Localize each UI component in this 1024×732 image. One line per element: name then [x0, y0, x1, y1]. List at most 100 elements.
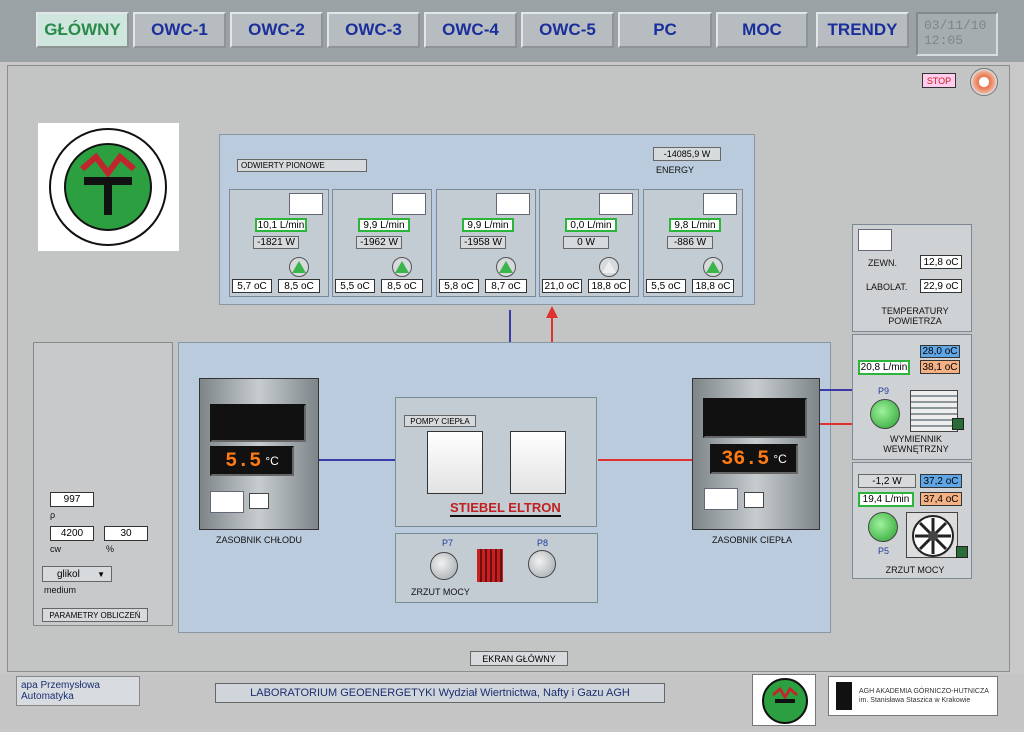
rho-label: ρ	[50, 510, 56, 520]
cold-tank-trend-icon[interactable]	[210, 491, 244, 513]
inner-exchanger-t-top: 28,0 oC	[920, 345, 960, 358]
cold-tank-label: ZASOBNIK CHŁODU	[216, 535, 303, 545]
energy-label: ENERGY	[656, 165, 695, 175]
power-dump-pump-button[interactable]	[868, 512, 898, 542]
well-3-pump-icon[interactable]	[496, 257, 516, 277]
dropdown-arrow-icon: ▼	[97, 569, 105, 579]
well-1-power: -1821 W	[253, 236, 299, 249]
nav-tab-0[interactable]: GŁÓWNY	[36, 12, 129, 48]
nav-tab-8[interactable]: TRENDY	[816, 12, 909, 48]
percent-input[interactable]: 30	[104, 526, 148, 541]
wwnig-logo	[38, 123, 179, 251]
cw-input[interactable]: 4200	[50, 526, 94, 541]
well-4-power: 0 W	[563, 236, 609, 249]
heat-tank-trend-icon[interactable]	[704, 488, 738, 510]
well-4-pump-icon[interactable]	[599, 257, 619, 277]
cold-tank-unit: °C	[265, 454, 279, 468]
heater-icon	[477, 549, 503, 582]
nav-tab-1[interactable]: OWC-1	[133, 12, 226, 48]
heat-tank-temp: 36.5	[721, 447, 770, 471]
well-3-flow: 9,9 L/min	[462, 218, 514, 232]
well-3-t1: 5,8 oC	[439, 279, 479, 293]
pump-p7-button[interactable]	[430, 552, 458, 580]
params-panel	[33, 342, 173, 626]
well-2-flow: 9,9 L/min	[358, 218, 410, 232]
heat-pumps-label: POMPY CIEPŁA	[404, 415, 476, 427]
power-dump-flow: 19,4 L/min	[858, 492, 914, 507]
nav-tab-7[interactable]: MOC	[716, 12, 808, 48]
triangle-icon	[395, 261, 409, 273]
well-4-trend-icon[interactable]	[599, 193, 633, 215]
nav-tab-5[interactable]: OWC-5	[521, 12, 614, 48]
energy-value: -14085,9 W	[653, 147, 721, 161]
stop-button[interactable]: STOP	[922, 73, 956, 88]
ext-temp-label: ZEWN.	[868, 258, 897, 268]
cold-tank-indicator	[249, 493, 269, 509]
inner-exchanger-status	[952, 418, 964, 430]
agh-logo: AGH AKADEMIA GÓRNICZO-HUTNICZA im. Stani…	[828, 676, 998, 716]
cold-tank-display: 5.5°C	[210, 446, 294, 476]
well-2-pump-icon[interactable]	[392, 257, 412, 277]
well-1-flow: 10,1 L/min	[255, 218, 307, 232]
pump-p7-label: P7	[442, 538, 454, 548]
well-1-pump-icon[interactable]	[289, 257, 309, 277]
inner-exchanger-pump-label: P9	[878, 386, 890, 396]
lab-temp-label: LABOLAT.	[866, 282, 908, 292]
well-1-trend-icon[interactable]	[289, 193, 323, 215]
fan-icon	[912, 515, 954, 557]
well-3-trend-icon[interactable]	[496, 193, 530, 215]
inner-exchanger-flow: 20,8 L/min	[858, 360, 910, 375]
heat-exchanger-icon	[910, 390, 958, 432]
nav-tab-6[interactable]: PC	[618, 12, 712, 48]
inner-exchanger-title: WYMIENNIK WEWNĘTRZNY	[883, 434, 949, 454]
wwnig-small-emblem-icon	[762, 678, 808, 724]
heat-pump-1[interactable]	[427, 431, 483, 494]
cw-label: cw	[50, 544, 61, 554]
well-5-pump-icon[interactable]	[703, 257, 723, 277]
alarm-lamp-icon[interactable]	[970, 68, 998, 96]
wells-title: ODWIERTY PIONOWE	[237, 159, 367, 172]
well-3-t2: 8,7 oC	[485, 279, 527, 293]
agh-emblem-icon	[836, 682, 852, 710]
pump-p8-label: P8	[537, 538, 549, 548]
lab-title: LABORATORIUM GEOENERGETYKI Wydział Wiert…	[215, 683, 665, 703]
power-dump-status	[956, 546, 968, 558]
well-2-power: -1962 W	[356, 236, 402, 249]
triangle-icon	[292, 261, 306, 273]
air-temp-trend-icon[interactable]	[858, 229, 892, 251]
clock-time: 12:05	[924, 33, 964, 48]
well-4-t2: 18,8 oC	[588, 279, 630, 293]
heat-tank-indicator	[744, 492, 764, 508]
triangle-icon	[499, 261, 513, 273]
stiebel-eltron-logo: STIEBEL ELTRON	[450, 500, 561, 517]
heat-tank-display-top	[703, 398, 807, 438]
well-5-t1: 5,5 oC	[646, 279, 686, 293]
rho-input[interactable]: 997	[50, 492, 94, 507]
inner-exchanger-pump-button[interactable]	[870, 399, 900, 429]
well-4-t1: 21,0 oC	[542, 279, 582, 293]
inner-exchanger-t-bottom: 38,1 oC	[920, 360, 960, 374]
params-title: PARAMETRY OBLICZEŃ	[42, 608, 148, 622]
well-2-t1: 5,5 oC	[335, 279, 375, 293]
medium-value: glikol	[57, 568, 80, 580]
medium-select[interactable]: glikol ▼	[42, 566, 112, 582]
heat-pump-2[interactable]	[510, 431, 566, 494]
nav-tab-3[interactable]: OWC-3	[327, 12, 420, 48]
heat-tank-display: 36.5°C	[710, 444, 798, 474]
well-5-trend-icon[interactable]	[703, 193, 737, 215]
screen-label: EKRAN GŁÓWNY	[470, 651, 568, 666]
load-dump-label: ZRZUT MOCY	[411, 587, 470, 597]
pump-p8-button[interactable]	[528, 550, 556, 578]
well-2-t2: 8,5 oC	[381, 279, 423, 293]
nav-tab-4[interactable]: OWC-4	[424, 12, 517, 48]
cold-tank-temp: 5.5	[225, 449, 262, 473]
power-dump-pump-label: P5	[878, 546, 890, 556]
lab-temp-value: 22,9 oC	[920, 279, 962, 293]
heat-tank-label: ZASOBNIK CIEPŁA	[712, 535, 793, 545]
well-2-trend-icon[interactable]	[392, 193, 426, 215]
well-4-flow: 0,0 L/min	[565, 218, 617, 232]
ext-temp-value: 12,8 oC	[920, 255, 962, 269]
power-dump-t-bottom: 37,4 oC	[920, 492, 962, 506]
cold-tank-display-top	[210, 404, 306, 442]
nav-tab-2[interactable]: OWC-2	[230, 12, 323, 48]
